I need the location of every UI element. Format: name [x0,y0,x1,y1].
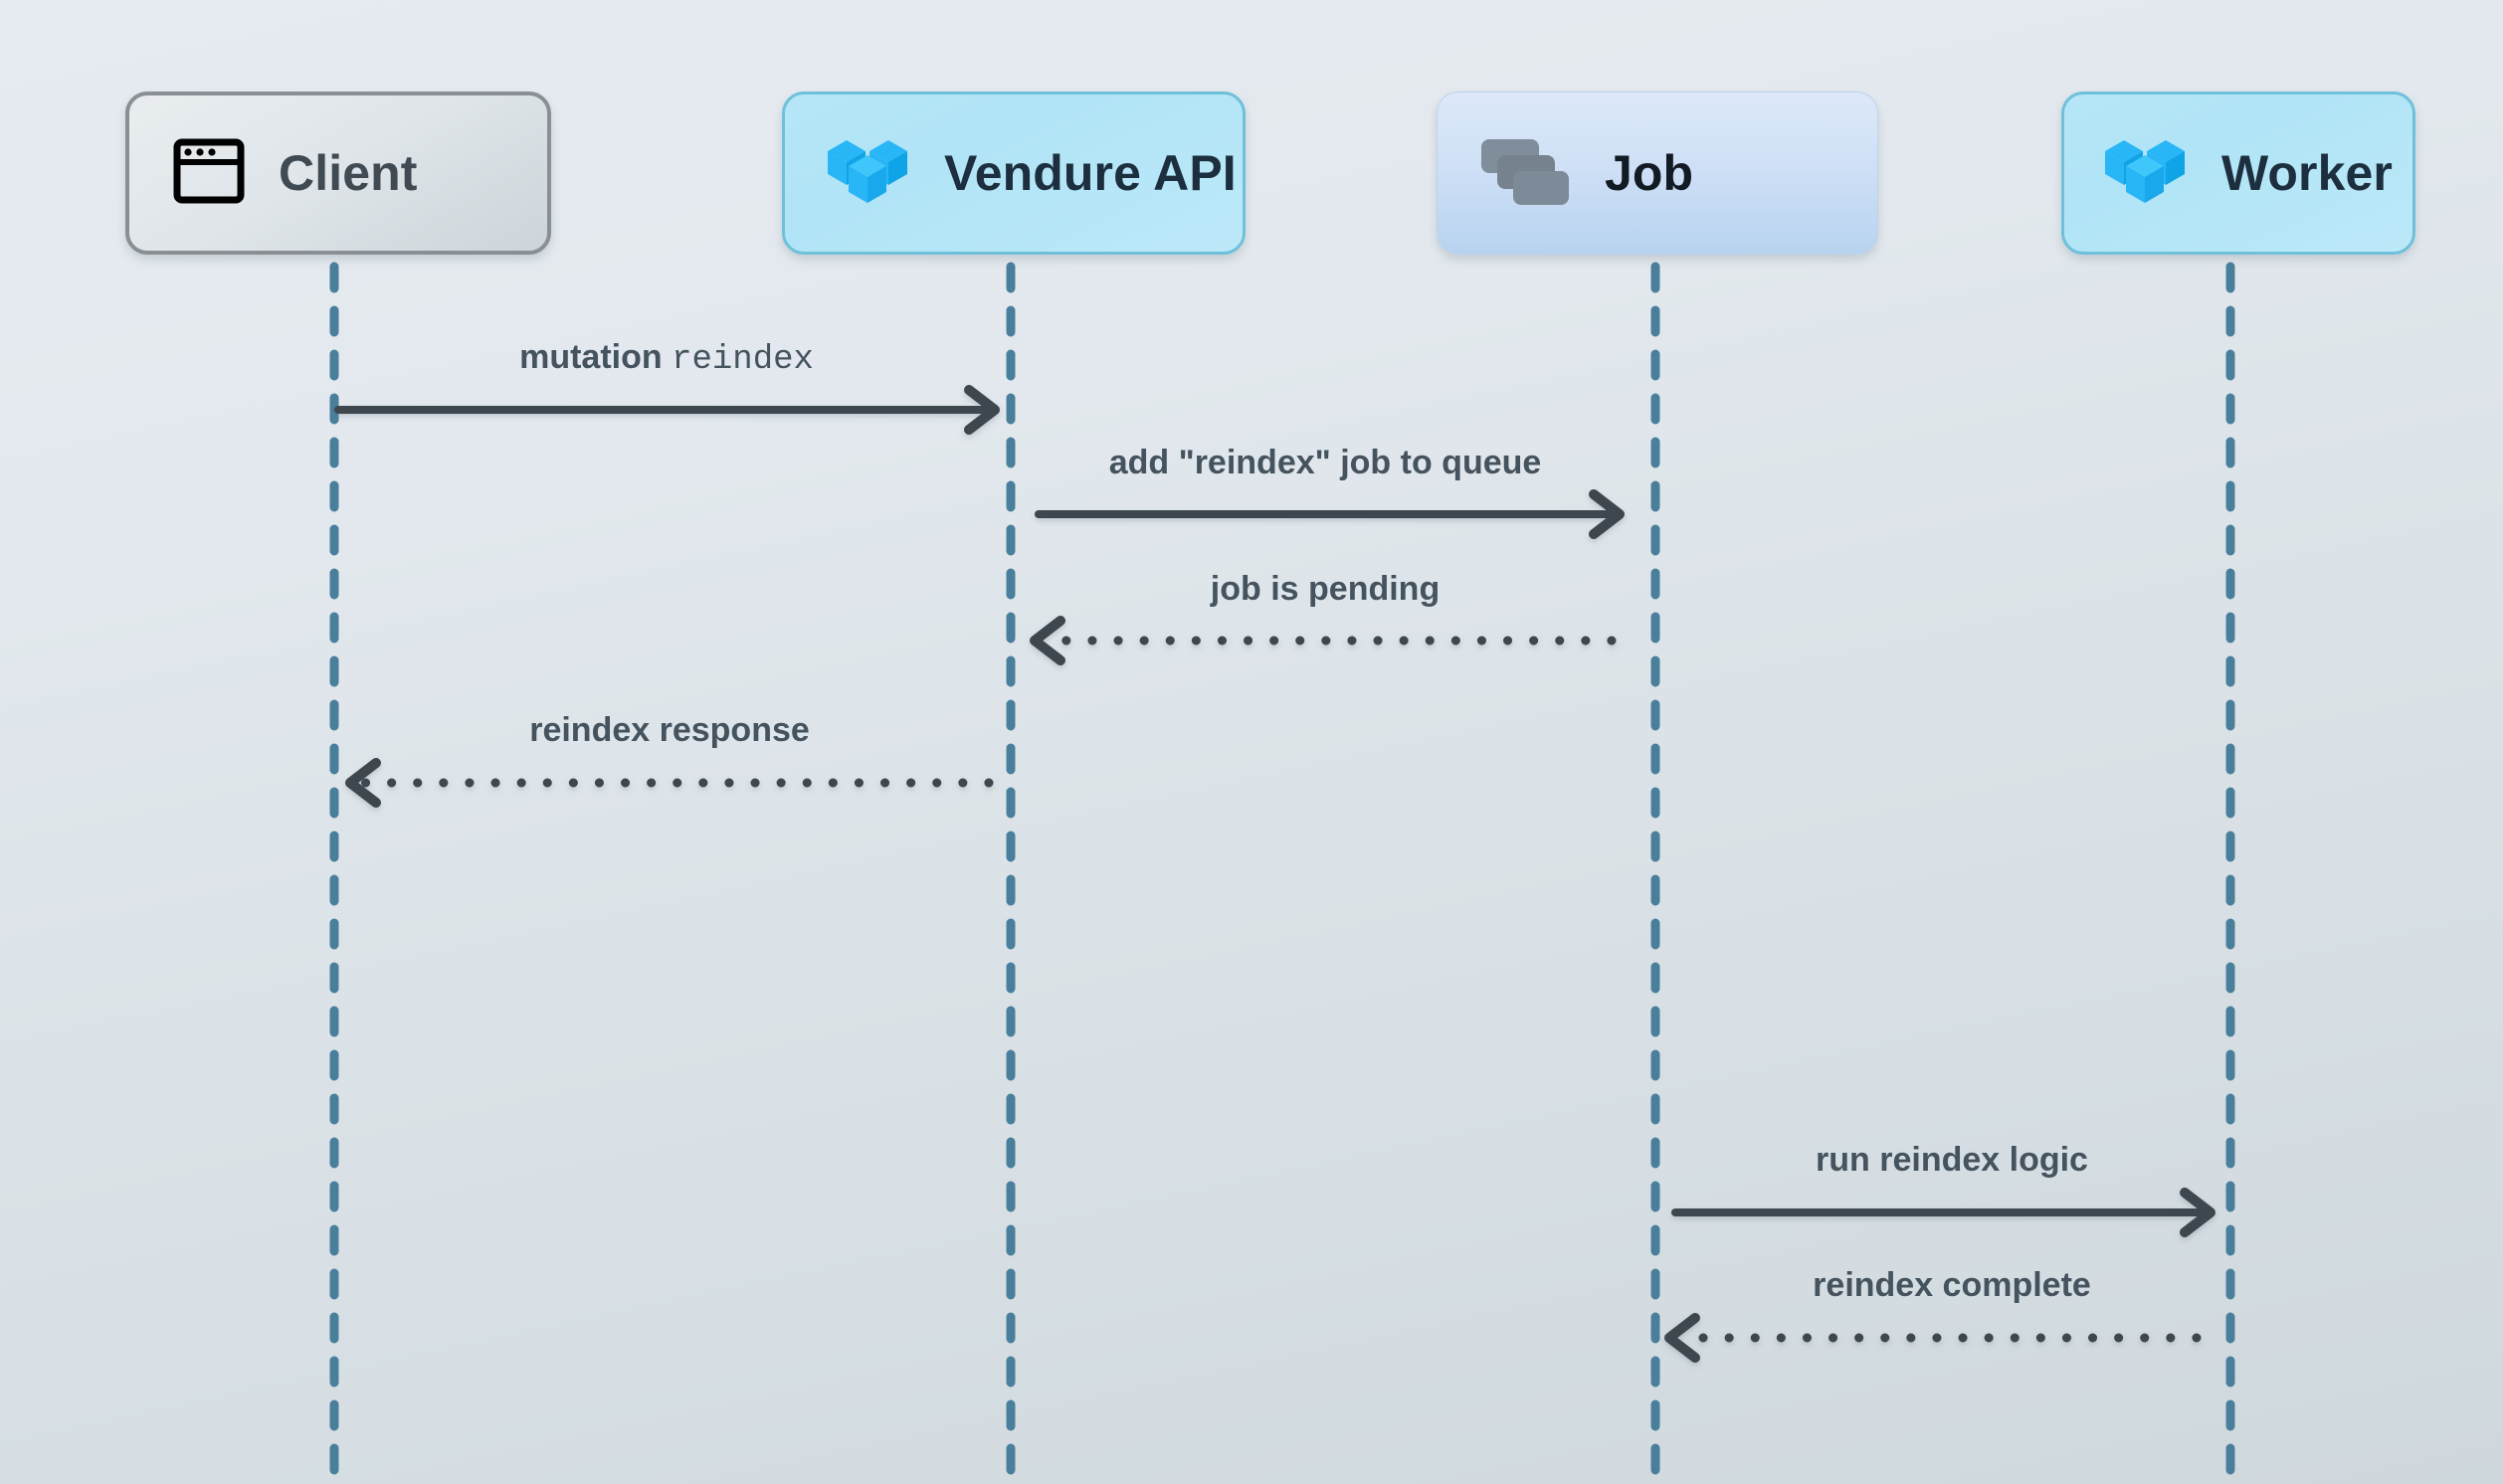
arrow-head [1589,489,1625,539]
actor-label-worker: Worker [2221,145,2393,201]
message-label-part: job is pending [1210,570,1441,608]
message-label-m2: add "reindex" job to queue [1109,444,1542,482]
message-arrow-m1 [334,385,1000,435]
message-arrow-m6 [1664,1313,2202,1363]
lifeline-group [329,262,2235,1484]
actor-box-worker[interactable]: Worker [2061,92,2415,255]
message-label-m1: mutation reindex [519,338,814,379]
vendure-cubes-icon [2102,133,2188,214]
arrow-head [1664,1313,1700,1363]
vendure-cubes-icon [825,133,910,214]
message-label-part: add "reindex" job to queue [1108,444,1542,481]
actor-label-vendure-api: Vendure API [944,145,1237,201]
actor-box-job[interactable]: Job [1437,92,1878,255]
arrow-head [345,758,381,808]
message-label-part: mutation [519,338,663,376]
message-label-m6: reindex complete [1813,1266,2091,1305]
message-label-part [663,338,672,376]
arrow-head [1030,616,1065,665]
message-label-part: run reindex logic [1816,1141,2088,1179]
message-label-part: reindex [672,341,814,379]
message-arrow-m2 [1035,489,1625,539]
browser-window-icon [173,138,245,209]
message-arrow-m3 [1030,616,1617,665]
message-arrow-group [334,385,2215,1363]
actor-label-job: Job [1605,145,1694,201]
arrow-head [964,385,1000,435]
message-label-m5: run reindex logic [1816,1141,2088,1180]
actor-box-vendure-api[interactable]: Vendure API [782,92,1246,255]
arrow-head [2180,1188,2215,1237]
message-label-part: reindex response [529,711,810,749]
stacked-cards-icon [1479,135,1571,212]
message-label-m4: reindex response [529,711,810,750]
actor-label-client: Client [279,145,418,201]
message-label-m3: job is pending [1211,570,1440,609]
message-arrow-m4 [345,758,994,808]
message-arrow-m5 [1671,1188,2215,1237]
actor-box-client[interactable]: Client [125,92,551,255]
message-label-part: reindex complete [1813,1266,2091,1304]
